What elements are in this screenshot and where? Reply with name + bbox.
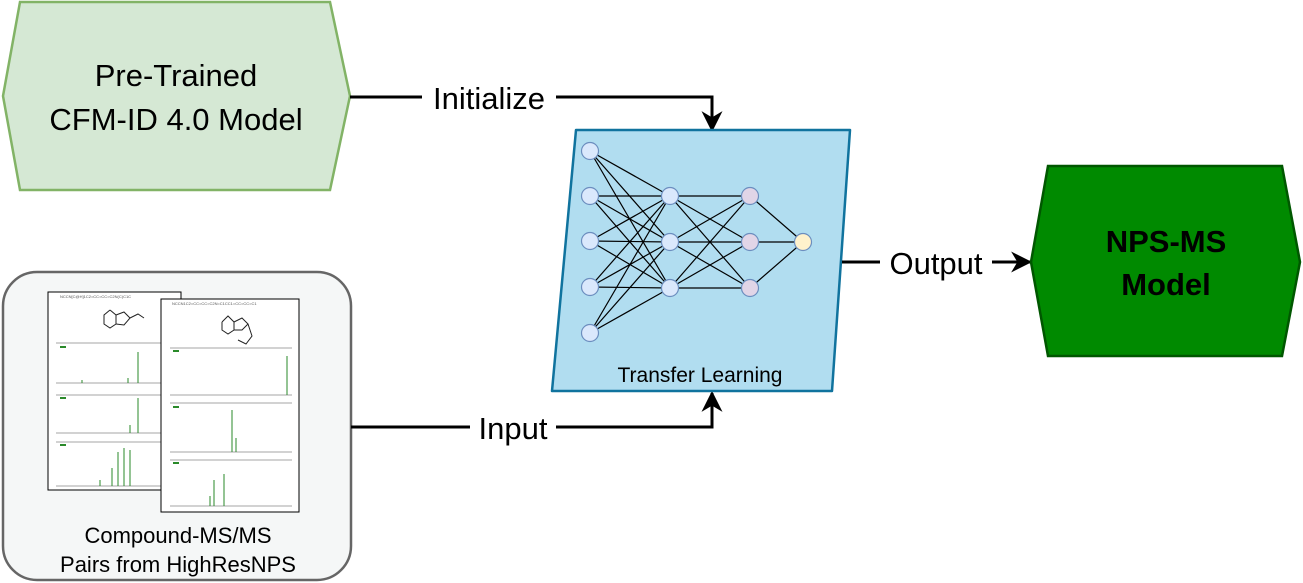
spectrum-document-1: NCCN[C@H]1C2=CC=CC=C2N(C)C1C [47,291,182,491]
nn-neuron-layer-1 [580,323,600,343]
dataset-node[interactable]: NCCN[C@H]1C2=CC=CC=C2N(C)C1C [1,270,353,582]
nn-connection [589,195,671,288]
nn-connection [589,241,671,334]
nn-neuron-layer-2 [660,278,680,298]
nn-neuron-layer-2 [660,232,680,252]
nn-neuron-layer-1 [580,277,600,297]
input-edge-label: Input [479,411,548,446]
nn-neuron-layer-2 [660,186,680,206]
svg-text:NCCN[C@H]1C2=CC=CC=C2N(C)C1C: NCCN[C@H]1C2=CC=CC=C2N(C)C1C [60,294,131,299]
nn-connection [749,195,804,243]
nn-connection [749,241,804,289]
transfer-learning-label: Transfer Learning [618,364,783,387]
nn-neuron-layer-3 [740,278,760,298]
pretrained-model-label-line1: Pre-Trained [95,58,258,93]
nn-connection [669,195,751,243]
neural-network-graphic [580,141,813,343]
dataset-caption-line1: Compound-MS/MS [84,523,271,548]
dataset-caption-line2: Pairs from HighResNPS [60,552,296,577]
nps-ms-model-label-line2: Model [1121,267,1211,302]
output-edge-label: Output [889,246,982,281]
nn-connection [589,150,671,197]
nn-neuron-layer-3 [740,186,760,206]
nn-neuron-layer-1 [580,186,600,206]
svg-text:NCCN1C2=CC=CC=C2N=C1CC1=CC=CC=: NCCN1C2=CC=CC=C2N=C1CC1=CC=CC=C1 [172,301,257,306]
nn-neuron-layer-1 [580,231,600,251]
nn-connection [589,195,671,242]
nn-connection [589,195,671,334]
pretrained-model-node[interactable]: Pre-Trained CFM-ID 4.0 Model [1,0,352,192]
initialize-edge-label: Initialize [433,81,545,116]
nn-connection [669,195,751,289]
nps-ms-model-node[interactable]: NPS-MS Model [1029,164,1302,358]
initialize-edge: Initialize [350,80,723,133]
pretrained-model-label-line2: CFM-ID 4.0 Model [49,102,302,137]
nps-ms-model-label-line1: NPS-MS [1106,224,1227,259]
spectrum-document-2: NCCN1C2=CC=CC=C2N=C1CC1=CC=CC=C1 [160,298,300,513]
input-edge: Input [351,390,723,446]
nn-neuron-layer-4 [793,232,813,252]
nn-connection [589,287,671,334]
nps-ms-model-shape [1029,164,1302,358]
pretrained-model-shape [1,0,352,192]
nn-connection [669,241,751,289]
output-edge: Output [842,245,1033,281]
transfer-learning-node[interactable]: Transfer Learning [550,128,852,393]
nn-neuron-layer-3 [740,232,760,252]
nn-neuron-layer-1 [580,141,600,161]
